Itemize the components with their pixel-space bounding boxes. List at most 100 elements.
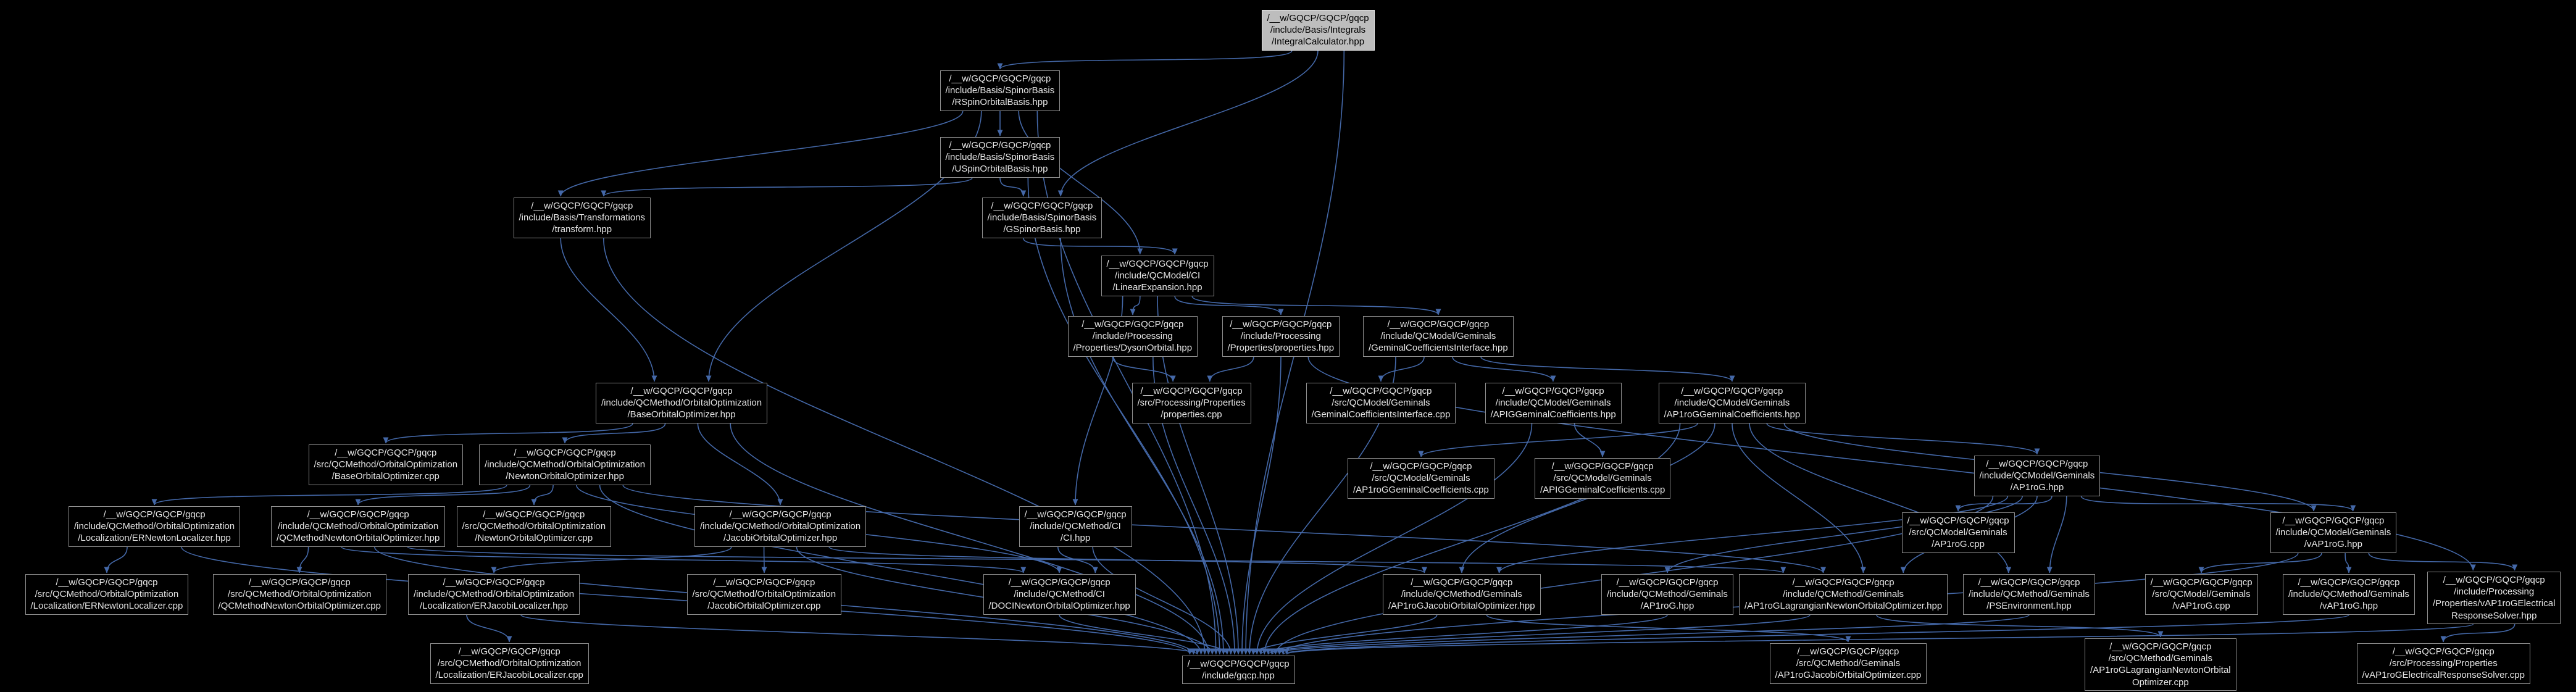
graph-node-n24[interactable]: /__w/GQCP/GQCP/gqcp /include/QCMethod/CI… [1019, 506, 1132, 547]
graph-edge-n13-n17 [1418, 423, 1698, 457]
graph-node-n09[interactable]: /__w/GQCP/GQCP/gqcp /include/QCModel/Gem… [1363, 316, 1514, 357]
graph-node-n27[interactable]: /__w/GQCP/GQCP/gqcp /src/QCMethod/Orbita… [25, 574, 189, 615]
graph-edge-n19-n26 [2080, 496, 2356, 512]
graph-node-n38[interactable]: /__w/GQCP/GQCP/gqcp /include/Processing … [2427, 572, 2561, 624]
graph-edge-n38-n40 [1284, 623, 2474, 655]
graph-edge-n16-n21 [355, 485, 531, 506]
graph-node-n43[interactable]: /__w/GQCP/GQCP/gqcp /src/Processing/Prop… [2356, 643, 2530, 684]
graph-edge-n01-n02 [997, 50, 1293, 70]
graph-edge-n21-n31 [341, 546, 1026, 573]
graph-node-n12[interactable]: /__w/GQCP/GQCP/gqcp /include/QCModel/Gem… [1485, 383, 1622, 423]
graph-node-n19[interactable]: /__w/GQCP/GQCP/gqcp /include/QCModel/Gem… [1974, 456, 2101, 496]
graph-edge-n03-n05 [601, 177, 973, 197]
graph-edge-n37-n40 [1280, 614, 2349, 655]
graph-node-n18[interactable]: /__w/GQCP/GQCP/gqcp /src/QCModel/Geminal… [1535, 458, 1671, 499]
graph-node-n25[interactable]: /__w/GQCP/GQCP/gqcp /src/QCModel/Geminal… [1901, 512, 2015, 553]
graph-node-n01[interactable]: /__w/GQCP/GQCP/gqcp /include/Basis/Integ… [1261, 10, 1375, 51]
graph-edge-n01-n04 [1057, 50, 1319, 197]
graph-edge-n29-n39 [466, 614, 512, 643]
graph-edge-n19-n25 [1955, 496, 2053, 512]
graph-node-n16[interactable]: /__w/GQCP/GQCP/gqcp /include/QCMethod/Or… [479, 444, 651, 485]
graph-node-n39[interactable]: /__w/GQCP/GQCP/gqcp /src/QCMethod/Orbita… [430, 643, 589, 684]
graph-node-n32[interactable]: /__w/GQCP/GQCP/gqcp /include/QCMethod/Ge… [1383, 574, 1541, 615]
graph-node-n26[interactable]: /__w/GQCP/GQCP/gqcp /include/QCModel/Gem… [2270, 512, 2397, 553]
graph-node-n30[interactable]: /__w/GQCP/GQCP/gqcp /src/QCMethod/Orbita… [686, 574, 842, 615]
graph-node-n11[interactable]: /__w/GQCP/GQCP/gqcp /src/QCModel/Geminal… [1306, 383, 1456, 423]
graph-node-n28[interactable]: /__w/GQCP/GQCP/gqcp /src/QCMethod/Orbita… [212, 574, 386, 615]
graph-edge-n04-n06 [1023, 238, 1178, 255]
graph-node-n37[interactable]: /__w/GQCP/GQCP/gqcp /include/QCMethod/Ge… [2283, 574, 2415, 615]
graph-node-n02[interactable]: /__w/GQCP/GQCP/gqcp /include/Basis/Spino… [940, 70, 1061, 111]
graph-edge-n35-n40 [1269, 614, 2030, 655]
graph-edge-n24-n40 [1092, 546, 1234, 655]
graph-node-n31[interactable]: /__w/GQCP/GQCP/gqcp /include/QCMethod/CI… [983, 574, 1136, 615]
graph-edge-n34-n40 [1265, 614, 1811, 655]
graph-edge-n16-n40 [599, 485, 1204, 655]
graph-edge-n19-n35 [2046, 496, 2067, 573]
graph-edge-n02-n06 [1018, 110, 1143, 255]
graph-node-n05[interactable]: /__w/GQCP/GQCP/gqcp /include/Basis/Trans… [513, 198, 651, 238]
graph-node-n14[interactable]: /__w/GQCP/GQCP/gqcp /include/QCMethod/Or… [596, 383, 768, 423]
graph-edge-n12-n40 [1254, 423, 1533, 655]
graph-edge-n05-n40 [603, 238, 1208, 655]
graph-node-n04[interactable]: /__w/GQCP/GQCP/gqcp /include/Basis/Spino… [982, 198, 1103, 238]
graph-edge-n20-n27 [104, 546, 128, 573]
graph-edge-n23-n29 [491, 546, 732, 573]
graph-edge-n08-n10 [1207, 356, 1254, 382]
graph-edge-n02-n05 [557, 110, 964, 197]
graph-edge-n33-n40 [1257, 614, 1668, 655]
graph-edge-n06-n08 [1174, 296, 1284, 315]
graph-edge-n08-n40 [1239, 356, 1282, 655]
graph-edge-n26-n38 [2368, 552, 2518, 571]
graph-edge-n03-n40 [1027, 177, 1223, 655]
graph-node-n34[interactable]: /__w/GQCP/GQCP/gqcp /include/QCMethod/Ge… [1739, 574, 1948, 615]
graph-node-n15[interactable]: /__w/GQCP/GQCP/gqcp /src/QCMethod/Orbita… [308, 444, 464, 485]
graph-node-n03[interactable]: /__w/GQCP/GQCP/gqcp /include/Basis/Spino… [940, 137, 1061, 178]
graph-node-n07[interactable]: /__w/GQCP/GQCP/gqcp /include/Processing … [1067, 316, 1198, 357]
graph-edge-n14-n15 [383, 423, 633, 444]
graph-node-n29[interactable]: /__w/GQCP/GQCP/gqcp /include/QCMethod/Or… [408, 574, 580, 615]
graph-node-n13[interactable]: /__w/GQCP/GQCP/gqcp /include/QCModel/Gem… [1658, 383, 1806, 423]
graph-node-n41[interactable]: /__w/GQCP/GQCP/gqcp /src/QCMethod/Gemina… [1769, 643, 1927, 684]
graph-edge-n09-n11 [1378, 356, 1425, 382]
graph-edge-n07-n10 [1112, 356, 1176, 382]
graph-node-n17[interactable]: /__w/GQCP/GQCP/gqcp /src/QCModel/Geminal… [1348, 458, 1494, 499]
graph-node-n36[interactable]: /__w/GQCP/GQCP/gqcp /src/QCModel/Geminal… [2145, 574, 2258, 615]
graph-edge-n06-n07 [1130, 296, 1141, 315]
graph-edge-n16-n34 [622, 485, 1826, 573]
graph-edge-n16-n22 [531, 485, 554, 506]
graph-edge-n14-n16 [562, 423, 666, 444]
graph-edge-n09-n13 [1480, 356, 1735, 382]
graph-edge-n23-n32 [828, 546, 1427, 573]
graph-edge-n26-n37 [2345, 552, 2352, 573]
graph-node-n21[interactable]: /__w/GQCP/GQCP/gqcp /include/QCMethod/Or… [271, 506, 446, 547]
graph-node-n22[interactable]: /__w/GQCP/GQCP/gqcp /src/QCMethod/Orbita… [456, 506, 612, 547]
graph-node-n20[interactable]: /__w/GQCP/GQCP/gqcp /include/QCMethod/Or… [69, 506, 241, 547]
graph-node-n42[interactable]: /__w/GQCP/GQCP/gqcp /src/QCMethod/Gemina… [2085, 638, 2236, 691]
graph-edge-n05-n14 [560, 238, 657, 382]
graph-edge-n06-n09 [1191, 296, 1441, 315]
graph-edge-n31-n40 [1059, 614, 1230, 655]
graph-node-n10[interactable]: /__w/GQCP/GQCP/gqcp /src/Processing/Prop… [1132, 383, 1251, 423]
graph-edge-n14-n40 [730, 423, 1212, 655]
graph-edge-n03-n04 [999, 177, 1027, 197]
graph-node-n23[interactable]: /__w/GQCP/GQCP/gqcp /include/QCMethod/Or… [694, 506, 867, 547]
graph-edge-n16-n20 [151, 485, 507, 506]
graph-edge-n34-n42 [1876, 614, 2164, 638]
graph-edge-n29-n40 [520, 614, 1200, 655]
graph-edge-n12-n18 [1574, 423, 1606, 457]
graph-edge-n24-n31 [1057, 546, 1098, 573]
graph-node-n08[interactable]: /__w/GQCP/GQCP/gqcp /include/Processing … [1222, 316, 1340, 357]
graph-node-n35[interactable]: /__w/GQCP/GQCP/gqcp /include/QCMethod/Ge… [1963, 574, 2095, 615]
graph-node-n40[interactable]: /__w/GQCP/GQCP/gqcp /include/gqcp.hpp [1182, 656, 1295, 685]
graph-edge-n19-n32 [1496, 496, 2009, 573]
graph-edge-n21-n28 [296, 546, 309, 573]
graph-node-n06[interactable]: /__w/GQCP/GQCP/gqcp /include/QCModel/CI … [1101, 256, 1214, 296]
graph-edge-n21-n34 [407, 546, 1786, 573]
graph-edge-n04-n40 [1060, 238, 1227, 655]
graph-edge-n20-n40 [181, 546, 1193, 655]
graph-node-n33[interactable]: /__w/GQCP/GQCP/gqcp /include/QCMethod/Ge… [1601, 574, 1733, 615]
graph-edge-n13-n19 [1766, 423, 2040, 455]
